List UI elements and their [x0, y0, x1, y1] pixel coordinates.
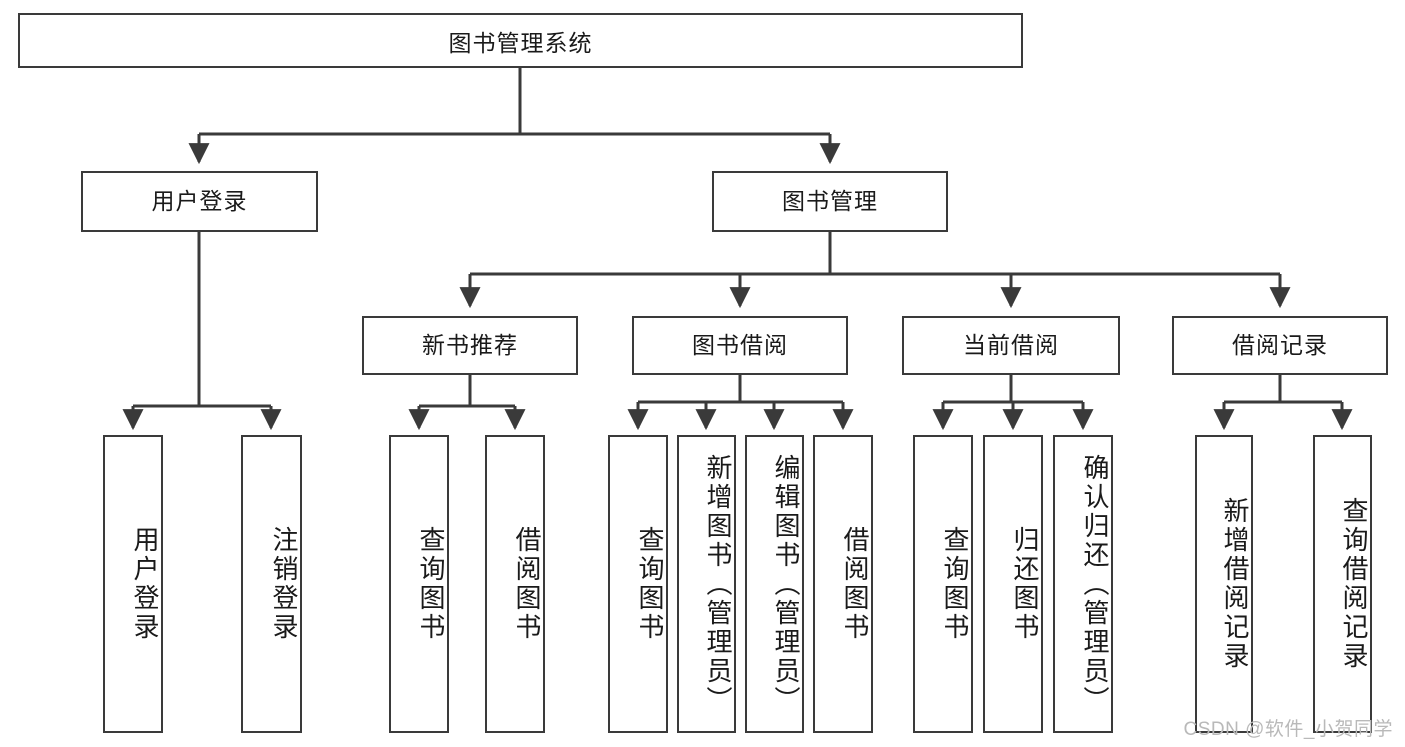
node-book-management[interactable]: 图书管理: [712, 171, 948, 232]
node-book-management-label: 图书管理: [782, 187, 878, 214]
leaf-logout-login[interactable]: 注销登录: [241, 435, 302, 733]
node-new-book-recommend[interactable]: 新书推荐: [362, 316, 578, 375]
leaf-add-borrow-record-label: 新增借阅记录: [1220, 497, 1250, 671]
csdn-watermark: CSDN @软件_小贺同学: [1183, 719, 1393, 740]
leaf-query-books-2-label: 查询图书: [635, 526, 665, 642]
leaf-query-books-1[interactable]: 查询图书: [389, 435, 449, 733]
leaf-logout-login-label: 注销登录: [269, 526, 299, 642]
node-book-borrow-label: 图书借阅: [692, 331, 788, 358]
leaf-return-books-label: 归还图书: [1010, 526, 1040, 642]
leaf-confirm-return-admin-label: 确认归还（管理员）: [1080, 453, 1110, 715]
node-borrow-record-label: 借阅记录: [1232, 331, 1328, 358]
leaf-query-books-2[interactable]: 查询图书: [608, 435, 668, 733]
leaf-user-login-label: 用户登录: [130, 526, 160, 642]
node-current-borrow[interactable]: 当前借阅: [902, 316, 1120, 375]
leaf-add-book-admin[interactable]: 新增图书（管理员）: [677, 435, 736, 733]
leaf-edit-book-admin[interactable]: 编辑图书（管理员）: [745, 435, 804, 733]
node-borrow-record[interactable]: 借阅记录: [1172, 316, 1388, 375]
leaf-add-borrow-record[interactable]: 新增借阅记录: [1195, 435, 1253, 733]
leaf-user-login[interactable]: 用户登录: [103, 435, 163, 733]
leaf-return-books[interactable]: 归还图书: [983, 435, 1043, 733]
node-book-borrow[interactable]: 图书借阅: [632, 316, 848, 375]
node-root-label: 图书管理系统: [448, 29, 593, 56]
leaf-query-borrow-record[interactable]: 查询借阅记录: [1313, 435, 1372, 733]
leaf-confirm-return-admin[interactable]: 确认归还（管理员）: [1053, 435, 1113, 733]
node-root[interactable]: 图书管理系统: [18, 13, 1023, 68]
node-current-borrow-label: 当前借阅: [963, 331, 1059, 358]
leaf-add-book-admin-label: 新增图书（管理员）: [703, 453, 733, 715]
leaf-query-books-1-label: 查询图书: [416, 526, 446, 642]
node-user-login-label: 用户登录: [151, 187, 248, 214]
node-user-login[interactable]: 用户登录: [81, 171, 318, 232]
leaf-query-books-3-label: 查询图书: [940, 526, 970, 642]
leaf-edit-book-admin-label: 编辑图书（管理员）: [771, 453, 801, 715]
leaf-borrow-books-2-label: 借阅图书: [840, 526, 870, 642]
leaf-borrow-books-1-label: 借阅图书: [512, 526, 542, 642]
leaf-borrow-books-1[interactable]: 借阅图书: [485, 435, 545, 733]
leaf-query-borrow-record-label: 查询借阅记录: [1339, 497, 1369, 671]
leaf-borrow-books-2[interactable]: 借阅图书: [813, 435, 873, 733]
node-new-book-recommend-label: 新书推荐: [422, 331, 518, 358]
leaf-query-books-3[interactable]: 查询图书: [913, 435, 973, 733]
